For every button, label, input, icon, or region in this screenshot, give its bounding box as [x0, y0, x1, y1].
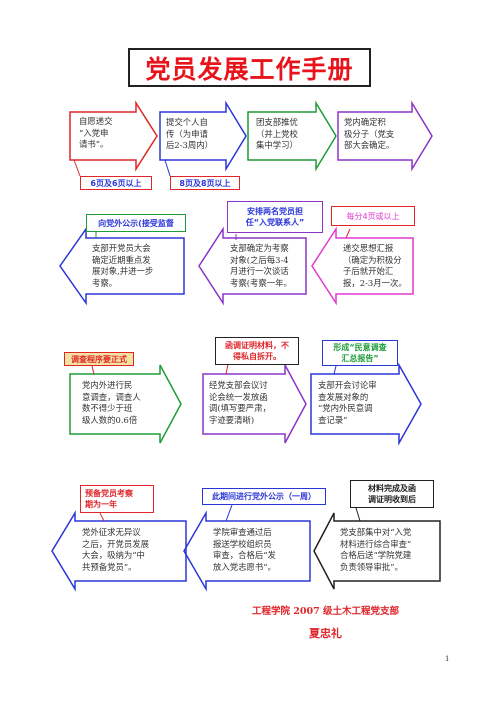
- step-review-survey-record: 支部开会讨论审 查发展对象的 “党内外民意调 查记录”: [318, 380, 377, 425]
- connector-row4-mid: [225, 504, 233, 522]
- note-public-notice-week: 此期间进行党外公示（一周）: [202, 488, 326, 505]
- arrow-right-6: [202, 364, 307, 444]
- note-materials-complete: 材料完成及函 调证明收到后: [350, 480, 434, 508]
- step-probationary-member: 党外征求无异议 之后，开党员发展 大会，吸纳为“中 共预备党员”。: [82, 527, 149, 572]
- arrow-left-5: [183, 510, 311, 592]
- note-survey-formal: 调查程序要正式: [64, 352, 134, 366]
- arrow-left-2: [198, 226, 307, 306]
- connector-row2-right: [345, 228, 351, 239]
- step-party-meeting-confirm: 支部开党员大会 确定近期重点发 展对象,并进一步 考察。: [92, 243, 154, 288]
- connector-row4-right: [355, 507, 361, 522]
- note-probation-year: 预备党员考察 期为一年: [80, 485, 154, 513]
- connector-note1: [73, 159, 81, 177]
- arrow-left-1: [59, 226, 185, 306]
- connector-note2: [164, 159, 171, 177]
- step-comprehensive-review: 党支部集中对“入党 材料进行综合审查” 合格后送“学院党建 负责领导审批”。: [340, 527, 412, 572]
- step-confirm-candidate: 支部确定为考察 对象(之后每3-4 月进行一次谈话 考察(考察一年。: [230, 243, 292, 288]
- step-opinion-survey: 党内外进行民 意调查，调查人 数不得少于班 级人数的0.6倍: [82, 380, 141, 425]
- note-survey-report: 形成“民意调查 汇总报告”: [322, 340, 398, 366]
- connector-row3-mid: [225, 363, 229, 375]
- connector-row3-left: [91, 365, 95, 375]
- step-school-review: 学院审查通过后 报送学校组织员 审查，合格后“发 放入党志愿书”。: [213, 527, 276, 572]
- arrow-right-1: [69, 100, 158, 172]
- footer-author: 夏忠礼: [309, 627, 342, 640]
- arrow-right-2: [159, 100, 247, 172]
- arrow-right-5: [69, 364, 182, 444]
- arrow-right-3: [247, 100, 337, 172]
- step-confirm-activist: 党内确定积 极分子（党支 部大会确定。: [344, 117, 395, 150]
- step-thought-report: 递交思想汇报 （确定为积极分 子后就开始汇 报，2-3月一次。: [343, 243, 407, 288]
- note-assign-contacts: 安排两名党员担 任“入党联系人”: [227, 201, 323, 233]
- step-distribute-letters: 经党支部会议讨 论会统一发放函 调(填写要严肃， 字迹要清晰): [209, 380, 271, 425]
- page-title: 党员发展工作手册: [128, 48, 371, 87]
- page-number: 1: [445, 655, 450, 663]
- arrow-left-3: [311, 226, 414, 306]
- connector-row4-left: [99, 512, 105, 522]
- note-sealed-letters: 函调证明材料，不 得私自拆开。: [215, 337, 299, 365]
- note-four-pages: 每分4页或以上: [331, 206, 415, 226]
- note-eight-pages: 8页及8页以上: [170, 176, 240, 190]
- footer-org: 工程学院 2007 级土木工程党支部: [252, 606, 400, 617]
- arrow-left-4: [51, 510, 187, 592]
- arrow-right-7: [310, 362, 422, 446]
- step-league-recommend: 团支部推优 （并上党校 集中学习）: [256, 117, 298, 150]
- step-personal-autobiography: 提交个人自 传（为申请 后2-3周内）: [166, 117, 213, 150]
- arrow-left-6: [313, 512, 441, 590]
- step-submit-application: 自愿递交 “入党申 请书”。: [79, 116, 113, 149]
- arrow-right-4: [337, 100, 433, 172]
- connector-row3-right: [333, 365, 337, 375]
- note-public-notice: 向党外公示(接受监督: [86, 214, 186, 232]
- note-six-pages: 6页及6页以上: [80, 176, 152, 190]
